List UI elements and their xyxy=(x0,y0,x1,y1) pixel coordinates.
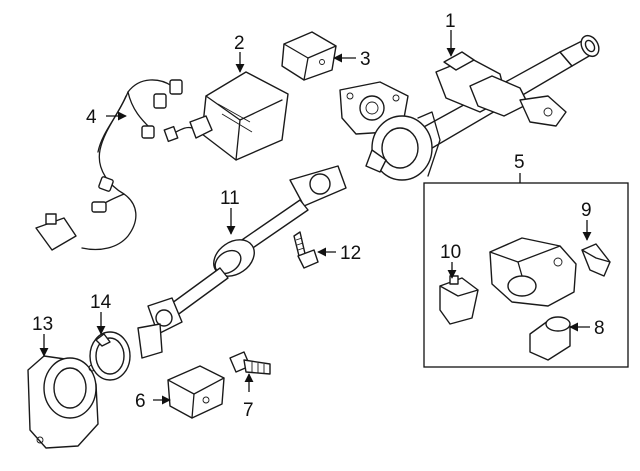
callout-14: 14 xyxy=(90,292,112,313)
part-13-cover xyxy=(27,355,99,449)
part-10-switch xyxy=(439,275,479,325)
callout-9: 9 xyxy=(581,200,592,221)
part-9-clip xyxy=(581,243,611,277)
part-8-cylinder xyxy=(529,316,571,361)
callout-6: 6 xyxy=(135,391,146,412)
callout-12: 12 xyxy=(340,243,361,264)
callout-5: 5 xyxy=(514,152,525,173)
part-1-steering-column xyxy=(339,34,600,181)
part-12-bolt xyxy=(293,231,319,269)
part-14-clamp xyxy=(89,331,131,381)
part-11-intermediate-shaft xyxy=(137,165,347,359)
callout-3: 3 xyxy=(360,49,371,70)
part-5-lock-housing xyxy=(489,237,577,307)
callout-11: 11 xyxy=(220,188,240,209)
group-5-box xyxy=(423,182,629,368)
part-7-fitting xyxy=(229,351,271,375)
callout-10: 10 xyxy=(440,242,461,263)
callout-2: 2 xyxy=(234,33,245,54)
callout-8: 8 xyxy=(594,318,605,339)
callout-1: 1 xyxy=(445,11,456,32)
leader-lines xyxy=(39,30,592,405)
part-2-control-module xyxy=(163,71,289,161)
callout-13: 13 xyxy=(32,314,53,335)
part-3-housing xyxy=(281,31,337,81)
part-4-wire-harness xyxy=(35,79,183,251)
part-6-bracket xyxy=(167,365,225,419)
callout-7: 7 xyxy=(243,400,254,421)
callout-4: 4 xyxy=(86,107,97,128)
